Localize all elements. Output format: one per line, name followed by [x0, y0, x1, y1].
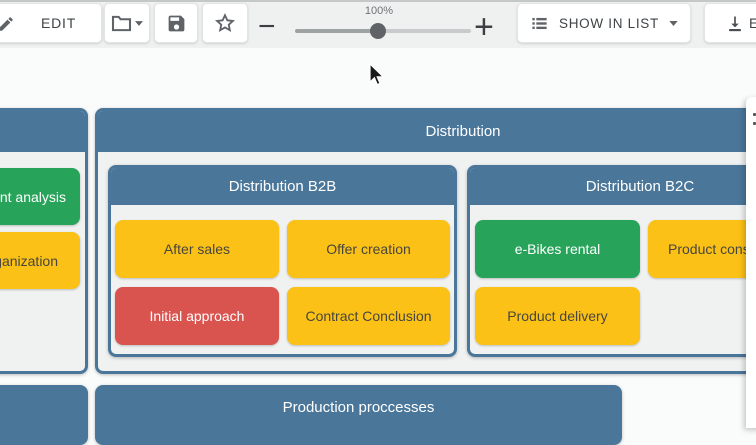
- production-group-title: Production proccesses: [282, 399, 435, 416]
- show-in-list-button[interactable]: SHOW IN LIST: [517, 3, 691, 43]
- process-box-label: Product consu: [668, 241, 756, 257]
- top-divider: [0, 0, 756, 2]
- favorite-button[interactable]: [202, 3, 248, 43]
- show-in-list-label: SHOW IN LIST: [559, 15, 659, 31]
- save-button[interactable]: [154, 3, 198, 43]
- distribution-b2c-header[interactable]: Distribution B2C: [470, 168, 756, 205]
- side-panel[interactable]: [746, 97, 756, 428]
- process-box[interactable]: e-Bikes rental: [475, 220, 640, 278]
- process-box[interactable]: Contract Conclusion: [287, 287, 450, 345]
- bottom-left-process-group[interactable]: [0, 385, 88, 445]
- production-group[interactable]: Production proccesses: [95, 385, 622, 445]
- export-button[interactable]: E: [704, 3, 756, 43]
- zoom-slider-track[interactable]: [379, 29, 471, 33]
- star-icon: [214, 12, 236, 34]
- process-box[interactable]: Product delivery: [475, 287, 640, 345]
- process-box[interactable]: ganization: [0, 232, 80, 289]
- process-box-label: Contract Conclusion: [305, 308, 432, 324]
- distribution-b2b-title: Distribution B2B: [228, 178, 337, 195]
- mouse-cursor: [368, 62, 386, 94]
- distribution-b2b-header[interactable]: Distribution B2B: [111, 168, 454, 205]
- zoom-in-button[interactable]: +: [474, 8, 494, 46]
- download-icon: [725, 14, 745, 34]
- left-process-group-header[interactable]: [0, 111, 85, 152]
- list-icon: [530, 14, 549, 33]
- caret-down-icon: [669, 20, 678, 26]
- process-box[interactable]: ent analysis: [0, 168, 80, 225]
- open-folder-button[interactable]: [104, 3, 150, 43]
- process-box-label: Offer creation: [326, 241, 411, 257]
- process-box-label: Initial approach: [149, 308, 245, 324]
- process-box-label: e-Bikes rental: [514, 241, 601, 257]
- zoom-slider-thumb[interactable]: [370, 23, 386, 39]
- process-box[interactable]: Initial approach: [115, 287, 279, 345]
- process-box[interactable]: Offer creation: [287, 220, 450, 278]
- save-icon: [166, 13, 187, 34]
- list-icon: [753, 113, 756, 116]
- process-box-label: ganization: [0, 252, 58, 269]
- process-box-label: Product delivery: [507, 308, 608, 324]
- edit-button[interactable]: EDIT: [0, 3, 102, 43]
- process-box[interactable]: Product consu: [648, 220, 756, 278]
- distribution-group-header[interactable]: Distribution: [98, 111, 756, 152]
- distribution-group-title: Distribution: [425, 123, 501, 140]
- export-button-label: E: [749, 15, 756, 31]
- zoom-out-button[interactable]: −: [258, 10, 276, 43]
- list-icon: [753, 122, 756, 125]
- zoom-level-label: 100%: [364, 5, 394, 17]
- zoom-slider-track-filled[interactable]: [295, 29, 379, 33]
- distribution-b2c-title: Distribution B2C: [585, 178, 695, 195]
- edit-button-label: EDIT: [41, 15, 77, 31]
- process-box[interactable]: After sales: [115, 220, 279, 278]
- caret-down-icon: [135, 20, 143, 26]
- folder-icon: [111, 15, 132, 32]
- process-box-label: After sales: [163, 241, 231, 257]
- process-box-label: ent analysis: [0, 188, 66, 205]
- pencil-icon: [0, 15, 15, 33]
